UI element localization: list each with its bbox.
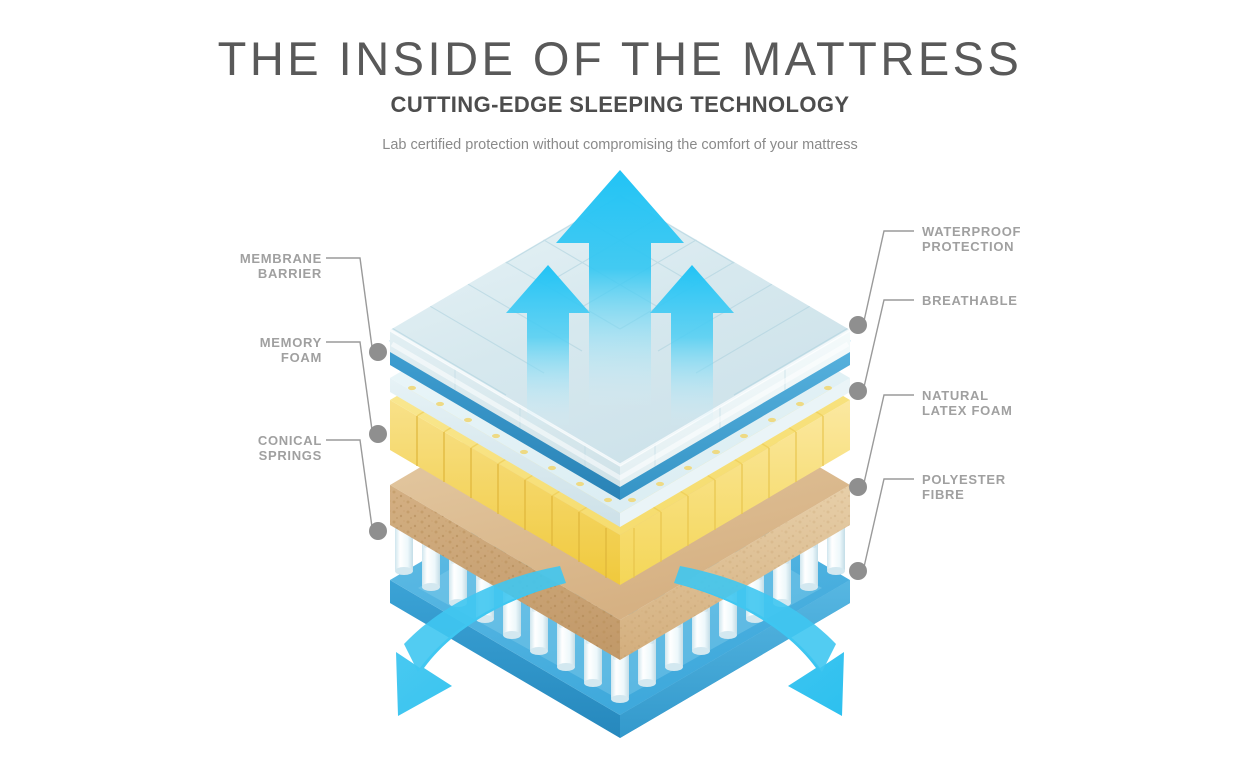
label-memory-foam[interactable]: MEMORY FOAM <box>259 335 322 365</box>
page-tagline: Lab certified protection without comprom… <box>382 137 858 153</box>
arrow-out-left-shaft <box>404 566 566 672</box>
header: THE INSIDE OF THE MATTRESS CUTTING-EDGE … <box>0 0 1240 153</box>
arrow-up-center <box>556 170 684 405</box>
arrow-up-left <box>506 265 590 425</box>
page-subtitle: CUTTING-EDGE SLEEPING TECHNOLOGY <box>390 92 850 117</box>
arrow-up-right <box>650 265 734 425</box>
label-waterproof-protection[interactable]: WATERPROOF PROTECTION <box>922 224 1022 254</box>
label-conical-springs[interactable]: CONICAL SPRINGS <box>257 433 322 463</box>
arrow-out-left <box>396 583 566 716</box>
airflow-out-arrows <box>396 566 844 716</box>
arrow-out-right-shaft <box>674 566 836 672</box>
label-membrane-barrier[interactable]: MEMBRANE BARRIER <box>239 251 322 281</box>
arrow-out-right <box>674 583 844 716</box>
page-title: THE INSIDE OF THE MATTRESS <box>217 32 1023 85</box>
label-natural-latex-foam[interactable]: NATURAL LATEX FOAM <box>922 388 1013 418</box>
label-breathable[interactable]: BREATHABLE <box>922 293 1018 308</box>
label-polyester-fibre[interactable]: POLYESTER FIBRE <box>922 472 1006 502</box>
airflow-up-arrows <box>506 170 734 425</box>
